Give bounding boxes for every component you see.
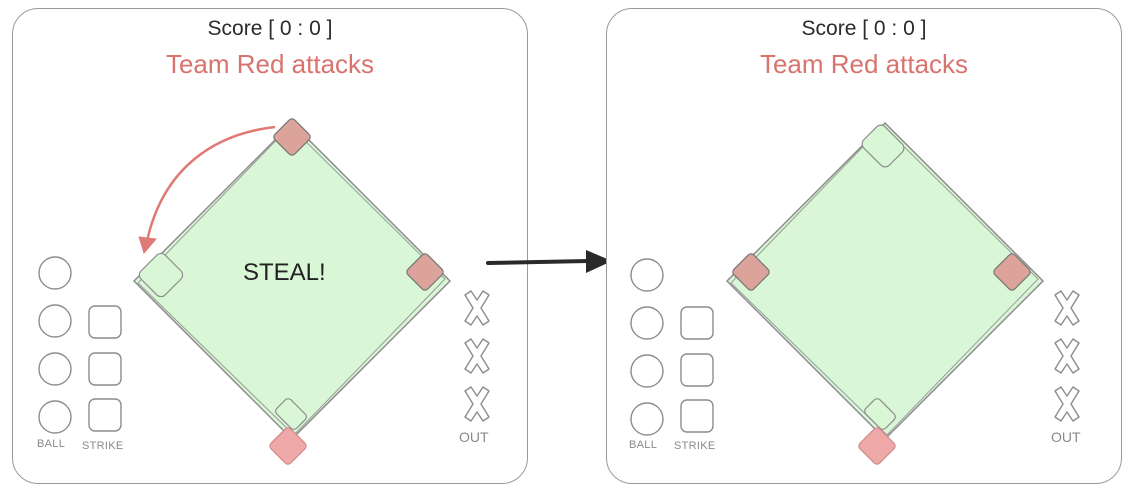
steal-label: STEAL! — [243, 259, 326, 286]
out-indicator — [1054, 338, 1080, 374]
infield-diamond — [725, 121, 1045, 441]
ball-indicator — [38, 304, 72, 338]
out-indicator — [1054, 290, 1080, 326]
base-second — [861, 124, 905, 168]
ball-indicator — [38, 352, 72, 386]
field-diagram — [38, 118, 490, 465]
ball-indicator — [630, 402, 664, 436]
out-label: OUT — [1051, 429, 1081, 445]
ball-indicator — [630, 354, 664, 388]
ball-indicator — [630, 306, 664, 340]
out-indicators — [464, 290, 490, 422]
base-third — [732, 253, 770, 291]
strike-indicators — [88, 305, 122, 432]
base-first — [993, 253, 1031, 291]
out-indicator — [1054, 386, 1080, 422]
base-home — [864, 398, 896, 430]
strike-indicator — [88, 305, 122, 339]
strike-indicator — [680, 399, 714, 433]
transition-arrow — [486, 250, 612, 273]
home-runner — [269, 427, 307, 465]
score-label: Score [ 0 : 0 ] — [801, 17, 927, 40]
ball-indicators — [630, 258, 664, 436]
panel-after: Score [ 0 : 0 ] Team Red attacks BALL ST… — [606, 8, 1122, 484]
team-attacks-label: Team Red attacks — [165, 49, 375, 79]
ball-indicator — [38, 400, 72, 434]
team-attacks-label: Team Red attacks — [759, 49, 969, 79]
steal-arrow — [145, 125, 276, 242]
strike-label: STRIKE — [82, 440, 124, 452]
base-home — [275, 398, 307, 430]
ball-indicator — [630, 258, 664, 292]
ball-indicators — [38, 256, 72, 434]
panel-before: Score [ 0 : 0 ] Team Red attacks — [12, 8, 528, 484]
strike-indicator — [88, 398, 122, 432]
strike-indicator — [680, 353, 714, 387]
out-indicators — [1054, 290, 1080, 422]
ball-label: BALL — [37, 438, 66, 450]
ball-indicator — [38, 256, 72, 290]
ball-label: BALL — [629, 439, 658, 451]
base-third — [138, 252, 184, 298]
base-first — [406, 253, 444, 291]
out-indicator — [464, 290, 490, 326]
score-label: Score [ 0 : 0 ] — [207, 17, 333, 40]
field-diagram — [630, 121, 1080, 465]
out-label: OUT — [459, 429, 489, 445]
steal-arrowhead — [138, 236, 157, 255]
strike-indicator — [680, 306, 714, 340]
home-runner — [858, 427, 896, 465]
base-second — [273, 118, 311, 156]
strike-label: STRIKE — [674, 440, 716, 452]
strike-indicator — [88, 352, 122, 386]
out-indicator — [464, 386, 490, 422]
strike-indicators — [680, 306, 714, 433]
out-indicator — [464, 338, 490, 374]
